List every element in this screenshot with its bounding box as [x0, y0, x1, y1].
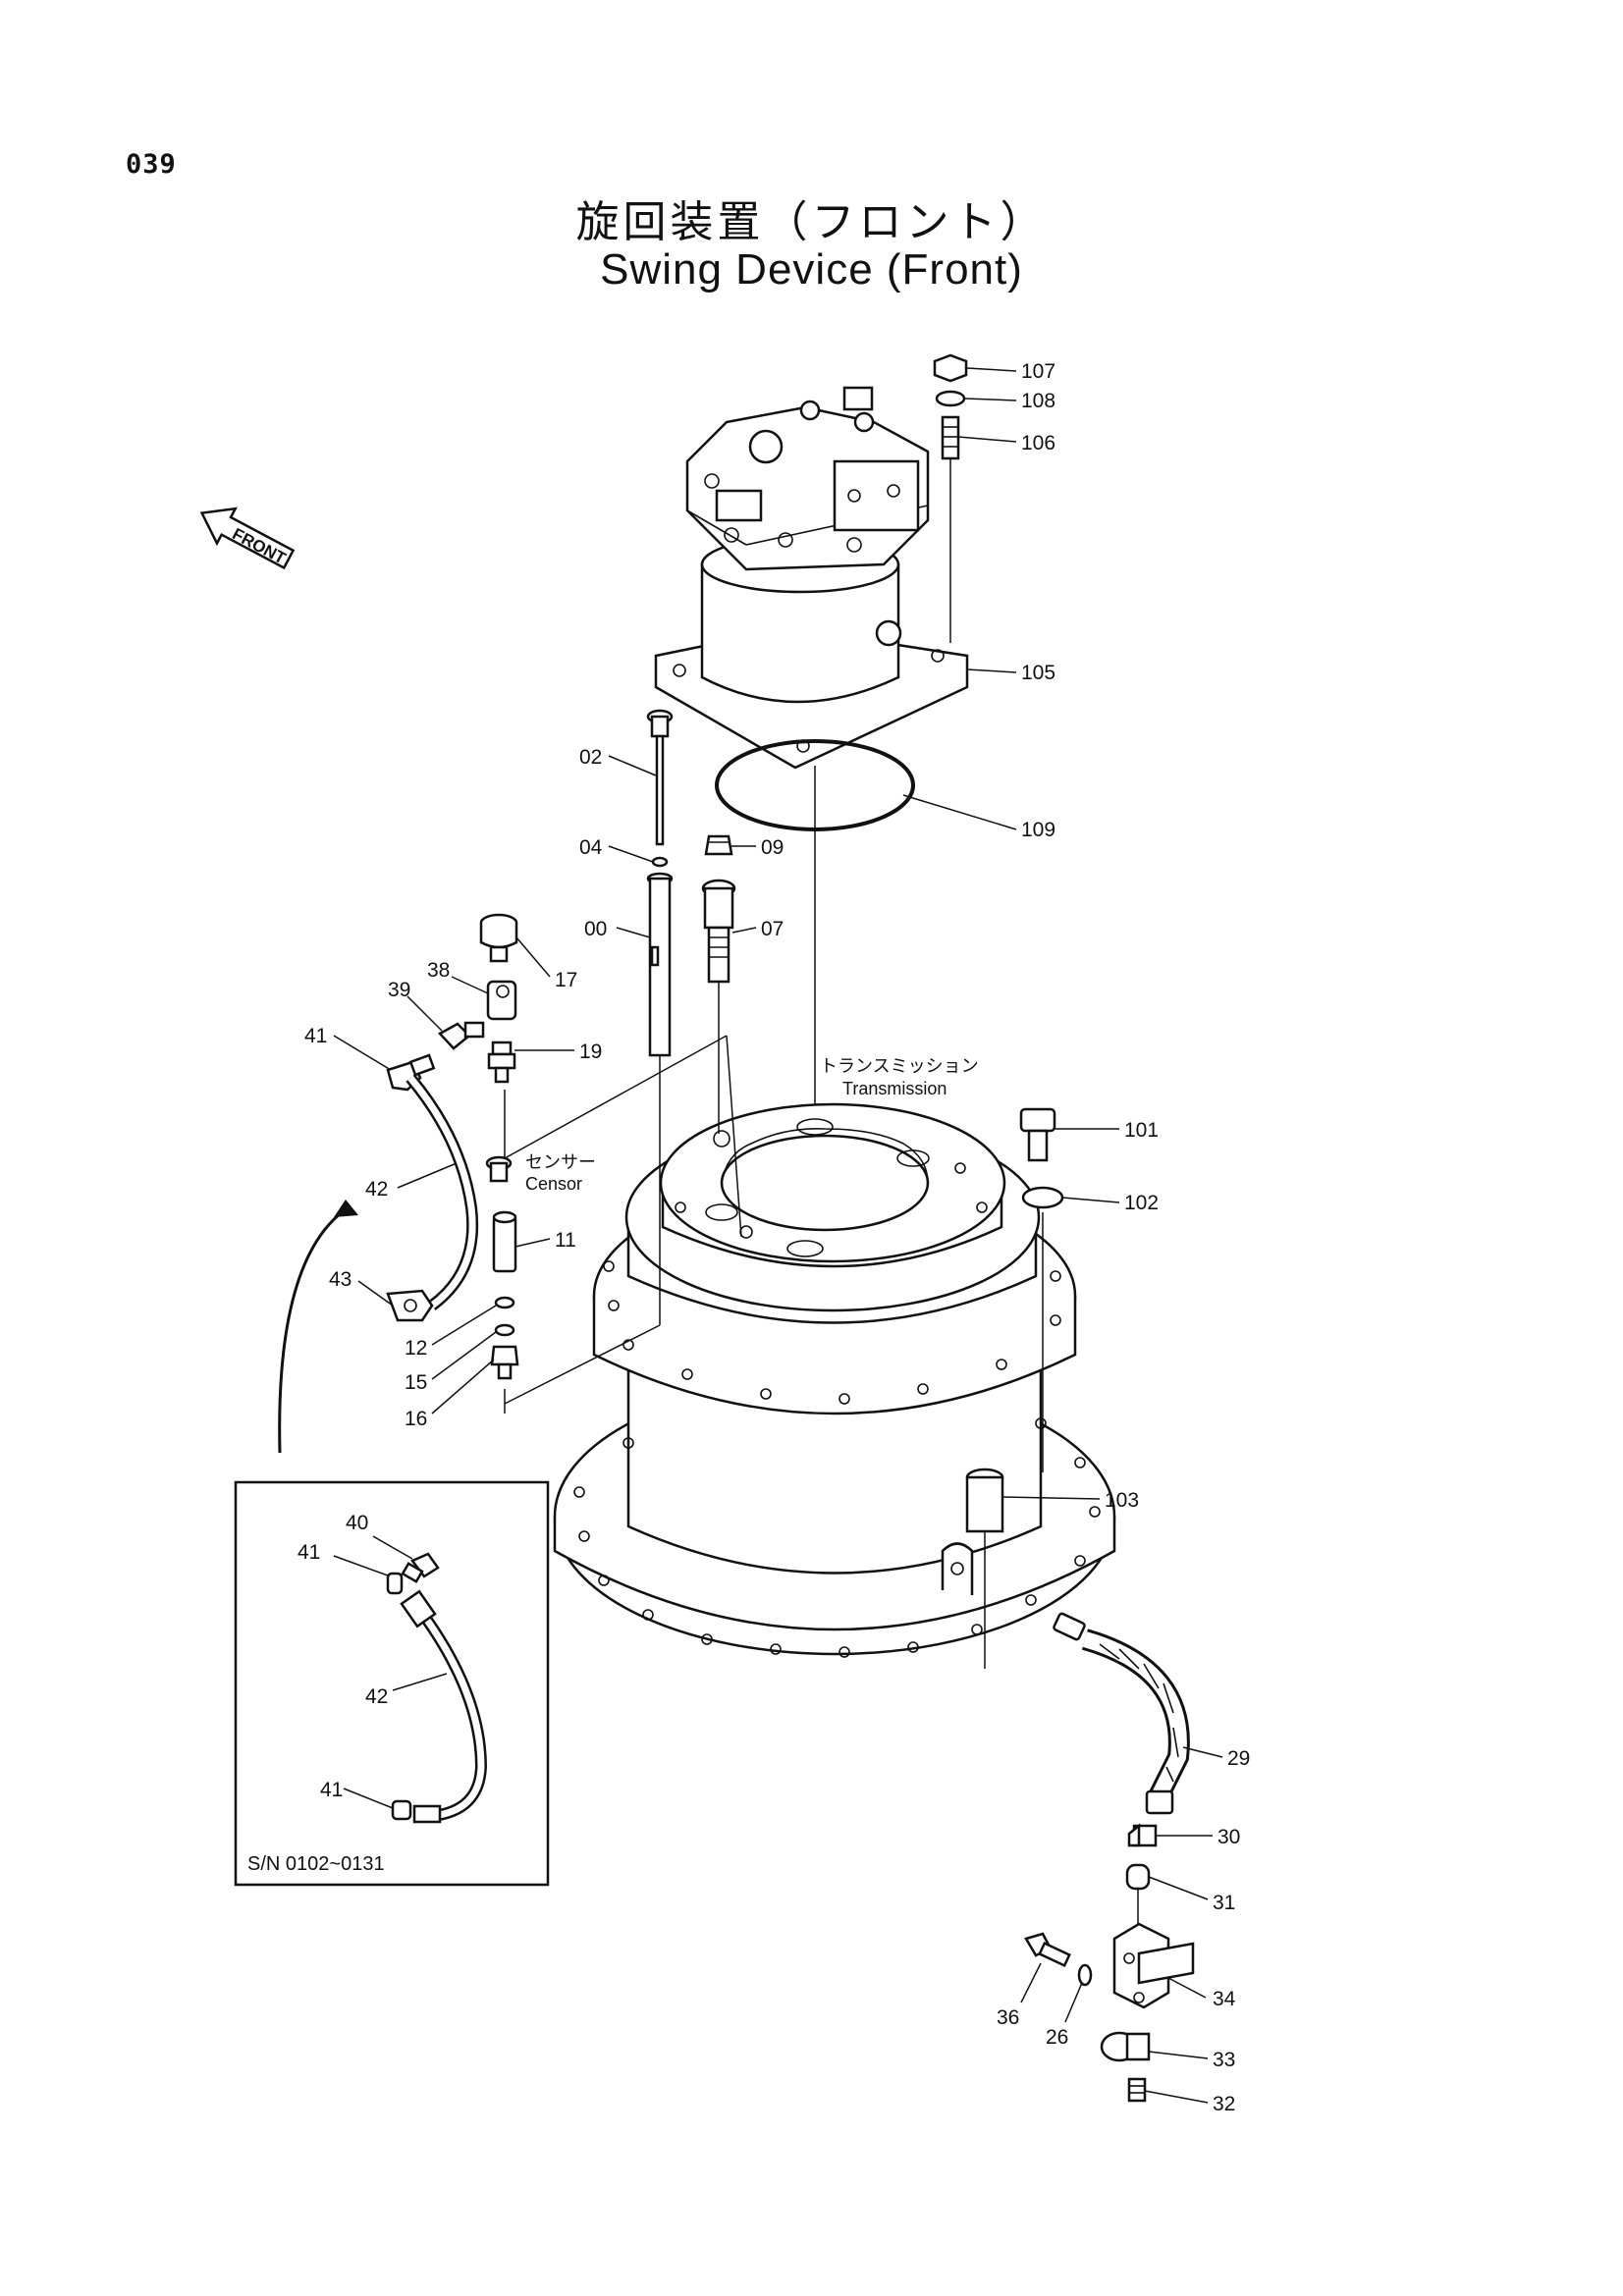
part-09-plug [704, 834, 733, 856]
inset-part-40 [401, 1552, 440, 1583]
label-105: 105 [1021, 662, 1055, 684]
label-34: 34 [1213, 1988, 1236, 2010]
part-36-bolt [1024, 1932, 1071, 1968]
sensor-label-jp: センサー [525, 1152, 596, 1172]
label-108: 108 [1021, 390, 1055, 412]
sensor-label-en: Censor [525, 1174, 582, 1194]
page-number: 039 [126, 149, 177, 180]
label-41: 41 [304, 1025, 327, 1047]
part-19-adapter [487, 1041, 516, 1084]
label-32: 32 [1213, 2093, 1235, 2115]
front-arrow-icon: FRONT [199, 507, 296, 570]
label-102: 102 [1124, 1192, 1159, 1214]
label-36: 36 [997, 2006, 1019, 2029]
inset-label-41-lower: 41 [320, 1779, 343, 1801]
label-109: 109 [1021, 819, 1055, 841]
transmission-housing [553, 1102, 1116, 1658]
part-11-sensor-body [492, 1210, 517, 1273]
label-07: 07 [761, 918, 784, 940]
part-17-sensor-adapter [479, 913, 518, 963]
part-04-o-ring [651, 856, 669, 868]
label-107: 107 [1021, 360, 1055, 383]
part-26-washer [1077, 1963, 1093, 1987]
label-11: 11 [555, 1229, 576, 1252]
label-15: 15 [405, 1371, 427, 1394]
part-15-washer [494, 1323, 515, 1337]
part-106-stud [941, 415, 960, 643]
label-16: 16 [405, 1408, 427, 1430]
label-04: 04 [579, 836, 603, 859]
front-label: FRONT [230, 524, 290, 568]
part-02-level-gauge [646, 709, 674, 846]
inset-label-40: 40 [346, 1512, 368, 1534]
label-30: 30 [1217, 1826, 1240, 1848]
part-07-fitting [701, 879, 736, 1134]
label-02: 02 [579, 746, 602, 769]
part-30-adapter [1127, 1823, 1158, 1847]
part-31-nipple [1125, 1863, 1151, 1891]
page-title-english: Swing Device (Front) [600, 245, 1023, 294]
part-38-elbow [486, 980, 517, 1021]
inset-label-41-upper: 41 [298, 1541, 320, 1564]
label-106: 106 [1021, 432, 1055, 454]
part-107-nut [933, 353, 968, 383]
part-sensor [485, 1155, 513, 1183]
part-39-nipple [437, 1021, 485, 1050]
label-19: 19 [579, 1041, 602, 1063]
inset-part-41-upper [386, 1572, 404, 1595]
part-41-elbow-fitting [386, 1053, 436, 1092]
part-108-washer [935, 390, 966, 407]
transmission-label-jp: トランスミッション [820, 1056, 979, 1076]
inset-label-42: 42 [365, 1685, 388, 1708]
part-101-bolt [1019, 1107, 1056, 1162]
label-09: 09 [761, 836, 784, 859]
label-38: 38 [427, 959, 450, 982]
inset-part-41-lower [391, 1799, 412, 1821]
label-39: 39 [388, 979, 410, 1001]
part-33-elbow [1100, 2031, 1151, 2062]
label-31: 31 [1213, 1892, 1235, 1914]
part-16-plug [490, 1345, 519, 1380]
inset-serial-variant: 40 41 42 41 S/N 0102~0131 [234, 1480, 550, 1887]
part-00-pipe [646, 872, 674, 1325]
label-29: 29 [1227, 1747, 1250, 1770]
inset-caption: S/N 0102~0131 [247, 1853, 385, 1875]
part-34-block [1112, 1922, 1195, 2009]
label-101: 101 [1124, 1119, 1159, 1142]
label-43: 43 [329, 1268, 352, 1291]
label-17: 17 [555, 969, 577, 991]
part-102-washer [1021, 1186, 1064, 1209]
part-32-plug [1127, 2077, 1147, 2103]
label-33: 33 [1213, 2049, 1235, 2071]
transmission-label-en: Transmission [842, 1079, 947, 1098]
label-00: 00 [584, 918, 607, 940]
part-43-elbow [386, 1289, 434, 1322]
swing-motor [654, 386, 969, 770]
label-42: 42 [365, 1178, 388, 1201]
part-29-drain-hose [1053, 1612, 1190, 1815]
page-title-japanese: 旋回装置（フロント） [575, 197, 1048, 247]
part-12-o-ring [494, 1296, 515, 1309]
label-103: 103 [1105, 1489, 1139, 1512]
label-12: 12 [405, 1337, 427, 1360]
part-103-dowel [965, 1468, 1004, 1669]
label-26: 26 [1046, 2026, 1068, 2049]
